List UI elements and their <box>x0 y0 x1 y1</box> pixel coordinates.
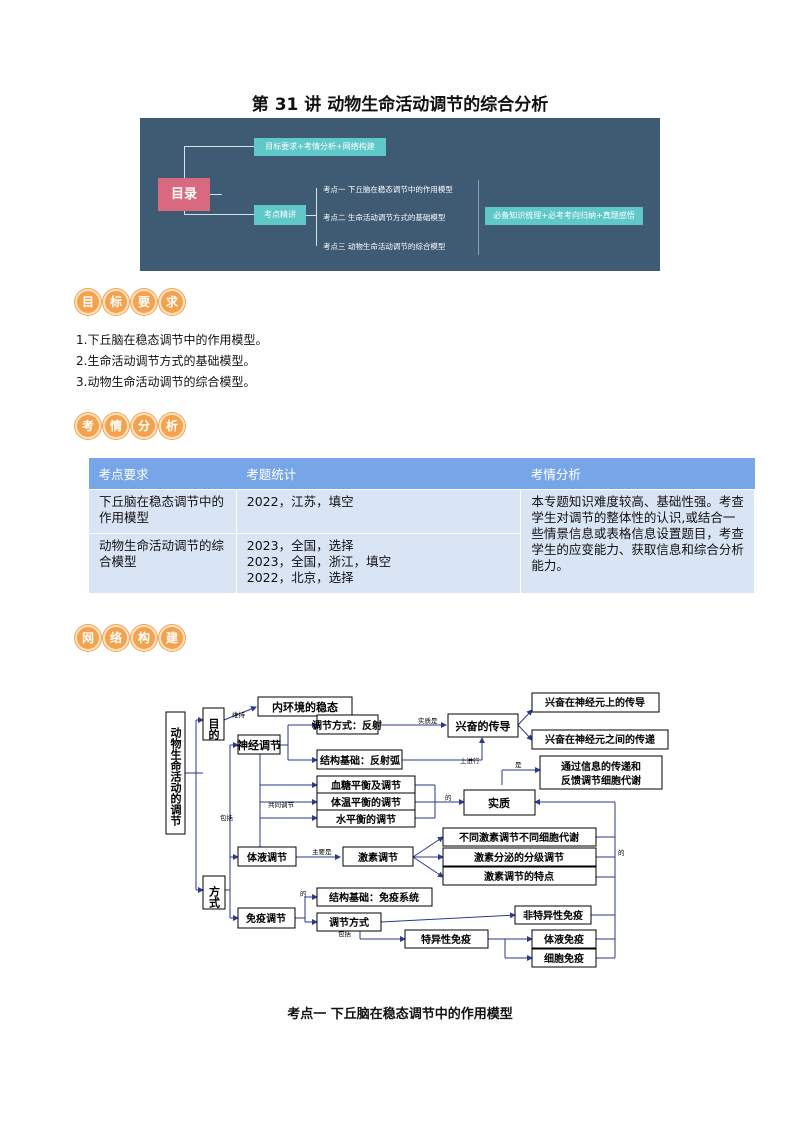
map-node: 不同激素调节不同细胞代谢 <box>459 831 579 844</box>
map-node: 体液免疫 <box>544 933 584 946</box>
toc-connector <box>306 215 316 216</box>
badge-char: 情 <box>103 413 129 439</box>
map-node: 非特异性免疫 <box>523 909 583 922</box>
map-edge-label: 主要是 <box>312 847 332 856</box>
map-node: 兴奋在神经元之间的传递 <box>545 733 655 746</box>
badge-char: 要 <box>131 289 157 315</box>
map-node: 激素分泌的分级调节 <box>474 851 564 864</box>
stat-line: 2023，全国，浙江，填空 <box>246 554 392 569</box>
section-heading: 考点一 下丘脑在稳态调节中的作用模型 <box>287 1007 513 1022</box>
badge-char: 析 <box>159 413 185 439</box>
map-node: 血糖平衡及调节 <box>331 779 401 792</box>
map-edge-label: 实质是 <box>418 716 438 725</box>
map-node: 兴奋在神经元上的传导 <box>545 696 645 709</box>
map-edge-label: 的 <box>445 793 452 802</box>
map-node: 体温平衡的调节 <box>331 796 401 809</box>
toc-connector <box>316 188 317 246</box>
map-edge-label: 包括 <box>220 813 234 822</box>
map-edge-label: 是 <box>515 761 522 769</box>
badge-char: 目 <box>75 289 101 315</box>
toc-connector <box>210 194 222 195</box>
badge-char: 考 <box>75 413 101 439</box>
map-node: 结构基础：免疫系统 <box>329 891 419 904</box>
map-node: 方式 <box>208 885 221 909</box>
table-header-row: 考点要求 考题统计 考情分析 <box>88 458 755 490</box>
stat-line: 2022，江苏，填空 <box>246 494 354 509</box>
badge-char: 求 <box>159 289 185 315</box>
map-node: 免疫调节 <box>246 912 286 925</box>
toc-connector <box>184 146 185 178</box>
map-node: 调节方式 <box>329 916 369 929</box>
badge-char: 网 <box>75 625 101 651</box>
toc-item: 考点三 动物生命活动调节的综合模型 <box>323 242 446 251</box>
badge-char: 标 <box>103 289 129 315</box>
stat-line: 2022，北京，选择 <box>246 570 354 585</box>
toc-root: 目录 <box>158 178 210 211</box>
toc-box-overview: 目标要求+考情分析+网络构建 <box>254 138 386 156</box>
map-node: 反馈调节细胞代谢 <box>561 774 641 787</box>
table-cell: 下丘脑在稳态调节中的作用模型 <box>88 489 237 534</box>
table-cell: 2023，全国，选择 2023，全国，浙江，填空 2022，北京，选择 <box>235 533 522 594</box>
map-edge-label: 维持 <box>232 710 246 719</box>
exam-section-badge: 考 情 分 析 <box>75 413 185 439</box>
map-node: 特异性免疫 <box>421 933 471 946</box>
map-node: 调节方式：反射 <box>312 719 382 732</box>
map-node: 目的 <box>207 718 220 741</box>
badge-char: 构 <box>131 625 157 651</box>
toc-connector <box>184 214 254 215</box>
map-node: 激素调节 <box>358 851 398 864</box>
toc-connector <box>184 146 254 147</box>
goal-item: 1.下丘脑在稳态调节中的作用模型。 <box>76 333 268 347</box>
toc-item: 考点二 生命活动调节方式的基础模型 <box>323 213 446 222</box>
concept-map: 动物生命活动的调节 目的 方式 内环境的稳态 神经调节 调节方式：反射 结构基础… <box>165 692 669 968</box>
table-cell: 2022，江苏，填空 <box>235 489 522 534</box>
badge-char: 络 <box>103 625 129 651</box>
table-of-contents-diagram: 目录 目标要求+考情分析+网络构建 考点精讲 考点一 下丘脑在稳态调节中的作用模… <box>140 118 660 271</box>
toc-connector <box>184 211 185 214</box>
map-node: 水平衡的调节 <box>335 813 396 826</box>
page-title: 第 31 讲 动物生命活动调节的综合分析 <box>251 95 549 115</box>
table-cell: 动物生命活动调节的综合模型 <box>88 533 237 594</box>
map-edge-label: 包括 <box>338 929 352 938</box>
table-cell-analysis: 本专题知识难度较高、基础性强。考查学生对调节的整体性的认识,或结合一些情景信息或… <box>520 489 755 594</box>
column-header: 考题统计 <box>236 458 521 490</box>
column-header: 考点要求 <box>88 458 237 490</box>
stat-line: 2023，全国，选择 <box>246 538 354 553</box>
toc-divider <box>478 180 479 255</box>
map-edge-label: 上进行 <box>460 756 480 765</box>
concept-box <box>165 711 186 835</box>
map-edge-label: 的 <box>618 848 625 857</box>
goal-item: 3.动物生命活动调节的综合模型。 <box>76 375 256 389</box>
map-edge-label: 的 <box>300 889 307 898</box>
map-root: 动物生命活动的调节 <box>169 726 183 827</box>
table-row: 下丘脑在稳态调节中的作用模型 2022，江苏，填空 本专题知识难度较高、基础性强… <box>88 489 755 594</box>
table-row: 动物生命活动调节的综合模型 2023，全国，选择 2023，全国，浙江，填空 2… <box>88 533 755 594</box>
exam-analysis-table: 考点要求 考题统计 考情分析 下丘脑在稳态调节中的作用模型 2022，江苏，填空… <box>88 458 755 594</box>
badge-char: 分 <box>131 413 157 439</box>
toc-box-knowledge: 必备知识梳理+必考考向归纳+真题感悟 <box>485 207 643 225</box>
map-node: 激素调节的特点 <box>484 870 554 883</box>
map-node: 体液调节 <box>247 851 287 864</box>
map-node: 神经调节 <box>237 738 281 752</box>
map-node: 实质 <box>488 796 510 810</box>
network-section-badge: 网 络 构 建 <box>75 625 185 651</box>
map-node: 结构基础：反射弧 <box>320 754 400 767</box>
badge-char: 建 <box>159 625 185 651</box>
goal-item: 2.生命活动调节方式的基础模型。 <box>76 354 256 368</box>
map-node: 细胞免疫 <box>544 952 584 965</box>
toc-box-points: 考点精讲 <box>254 205 306 225</box>
map-node: 内环境的稳态 <box>272 700 338 714</box>
map-node: 兴奋的传导 <box>456 719 511 733</box>
column-header: 考情分析 <box>520 458 755 490</box>
toc-item: 考点一 下丘脑在稳态调节中的作用模型 <box>323 185 453 194</box>
map-edge-label: 共同调节 <box>268 800 295 809</box>
map-node: 通过信息的传递和 <box>561 760 641 773</box>
goal-section-badge: 目 标 要 求 <box>75 289 185 315</box>
